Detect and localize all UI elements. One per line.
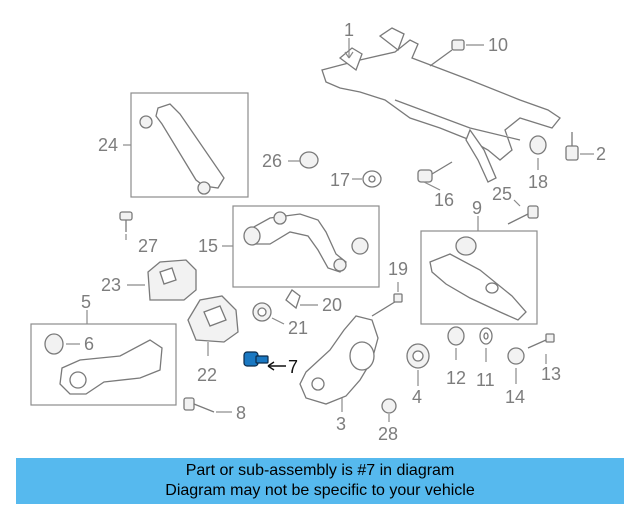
bushing-part-12 xyxy=(447,326,465,346)
label-6: 6 xyxy=(84,334,94,354)
bolt-part-10 xyxy=(429,39,465,67)
label-15: 15 xyxy=(198,236,218,256)
banner-line-1: Part or sub-assembly is #7 in diagram xyxy=(185,462,455,479)
info-banner: Part or sub-assembly is #7 in diagram Di… xyxy=(16,458,624,504)
washer-part-11 xyxy=(479,327,493,345)
mount-part-23 xyxy=(147,259,197,301)
nut-part-14 xyxy=(507,347,525,365)
arm-part-5 xyxy=(44,333,163,395)
label-11: 11 xyxy=(476,370,495,390)
bolt-part-7-highlighted xyxy=(243,351,269,367)
label-26: 26 xyxy=(262,151,282,171)
bolt-part-8 xyxy=(183,397,215,413)
label-22: 22 xyxy=(197,365,217,385)
label-28: 28 xyxy=(378,424,398,444)
box-part-9 xyxy=(420,230,538,325)
washer-part-17 xyxy=(362,170,382,188)
label-23: 23 xyxy=(101,275,121,295)
banner-line-2: Diagram may not be specific to your vehi… xyxy=(165,482,475,499)
knuckle-part-3 xyxy=(299,315,379,405)
nut-part-28 xyxy=(381,398,397,414)
label-25: 25 xyxy=(492,184,512,204)
label-14: 14 xyxy=(505,387,525,407)
label-20: 20 xyxy=(322,295,342,315)
link-part-24 xyxy=(139,103,225,195)
label-4: 4 xyxy=(412,387,422,407)
label-5: 5 xyxy=(81,292,91,312)
label-8: 8 xyxy=(236,403,246,423)
bushing-part-4 xyxy=(406,343,430,369)
arm-part-15 xyxy=(243,211,369,273)
bolt-part-27 xyxy=(119,211,133,232)
label-3: 3 xyxy=(336,414,346,434)
bracket-part-20 xyxy=(285,289,301,310)
label-13: 13 xyxy=(541,364,561,384)
label-27: 27 xyxy=(138,236,158,256)
arm-part-9 xyxy=(429,236,527,321)
mount-part-22 xyxy=(187,295,239,343)
bolt-part-19 xyxy=(371,293,403,317)
label-21: 21 xyxy=(288,318,308,338)
label-7: 7 xyxy=(288,357,298,377)
label-16: 16 xyxy=(434,190,454,210)
bushing-part-18 xyxy=(529,135,547,155)
label-17: 17 xyxy=(330,170,350,190)
nut-part-21 xyxy=(252,302,272,322)
label-24: 24 xyxy=(98,135,118,155)
label-19: 19 xyxy=(388,259,408,279)
bolt-part-2 xyxy=(565,132,579,161)
box-part-5 xyxy=(30,323,177,406)
label-2: 2 xyxy=(596,144,606,164)
label-12: 12 xyxy=(446,368,466,388)
label-10: 10 xyxy=(488,35,508,55)
subframe-part-1 xyxy=(321,27,561,183)
label-18: 18 xyxy=(528,172,548,192)
nut-part-26 xyxy=(299,151,319,169)
label-1: 1 xyxy=(344,20,354,40)
bolt-part-25 xyxy=(507,205,539,225)
label-9: 9 xyxy=(472,198,482,218)
bolt-part-13 xyxy=(527,333,555,349)
bolt-part-16 xyxy=(417,161,453,183)
